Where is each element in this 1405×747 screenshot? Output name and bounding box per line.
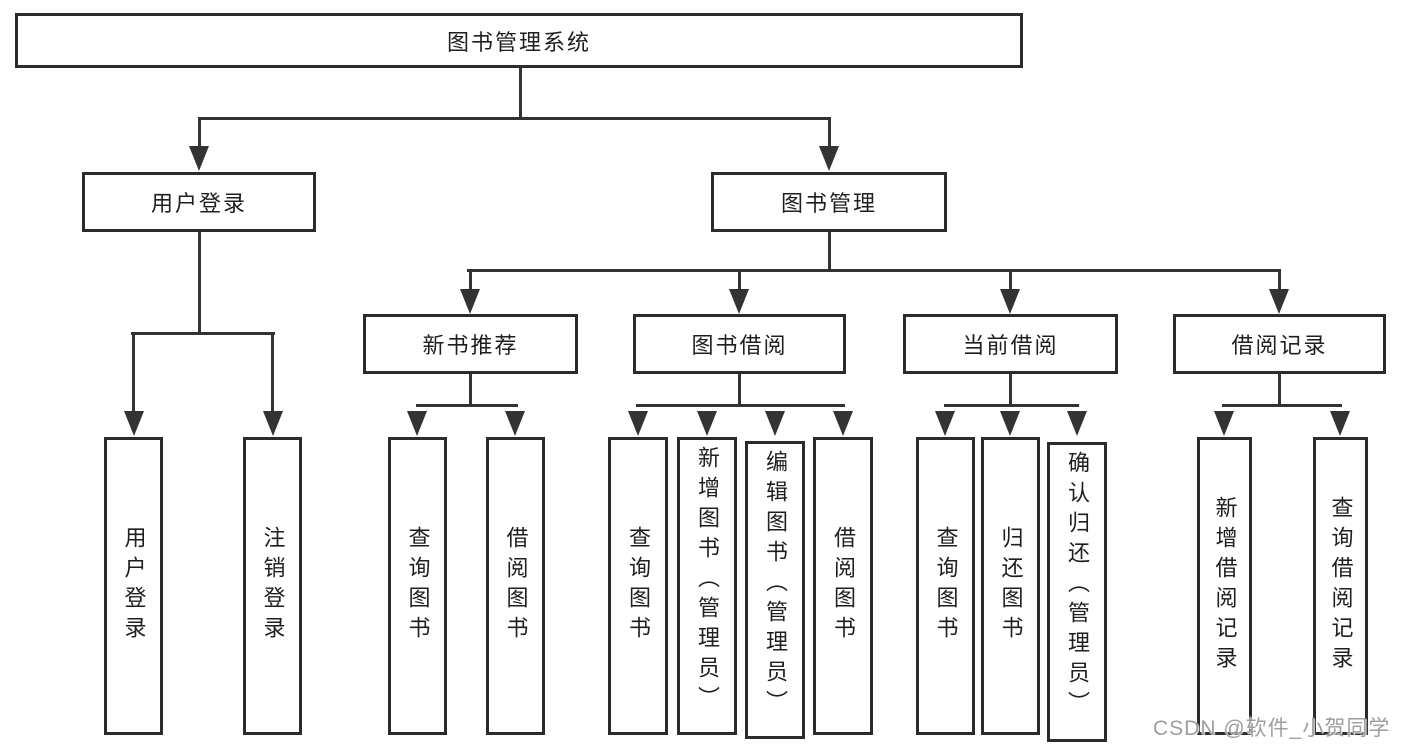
connector-bar xyxy=(416,404,518,407)
arrowhead-down-icon xyxy=(407,411,427,436)
arrowhead-down-icon xyxy=(505,411,525,436)
leaf-label: 注销登录 xyxy=(260,526,286,646)
arrowhead-down-icon xyxy=(1330,411,1350,436)
connector-stem xyxy=(1009,374,1012,407)
arrowhead-down-icon xyxy=(833,411,853,436)
leaf-label: 确认归还（管理员） xyxy=(1065,451,1090,721)
leaf-label: 查询图书 xyxy=(626,526,651,646)
arrowhead-down-icon xyxy=(765,411,785,436)
leaf-bb-edit-book-admin: 编辑图书（管理员） xyxy=(745,441,805,739)
connector-bar xyxy=(944,404,1079,407)
node-borrow-record: 借阅记录 xyxy=(1173,314,1386,374)
arrowhead-down-icon xyxy=(1000,289,1020,314)
node-label: 图书借阅 xyxy=(691,333,788,358)
arrowhead-down-icon xyxy=(189,146,209,171)
connector-stem xyxy=(469,374,472,407)
arrowhead-down-icon xyxy=(460,289,480,314)
leaf-bb-add-book-admin: 新增图书（管理员） xyxy=(677,437,737,735)
leaf-label: 新增图书（管理员） xyxy=(695,446,720,716)
node-root-label: 图书管理系统 xyxy=(446,29,591,55)
connector-drop xyxy=(1009,269,1012,291)
node-root: 图书管理系统 xyxy=(15,13,1023,68)
leaf-cb-query-book: 查询图书 xyxy=(916,437,975,735)
connector-drop xyxy=(469,269,472,291)
connector-l1-drop-right xyxy=(828,117,831,149)
connector-drop xyxy=(271,332,274,414)
arrowhead-down-icon xyxy=(697,411,717,436)
leaf-label: 查询图书 xyxy=(933,526,959,646)
connector-userlogin-bar xyxy=(131,332,275,335)
leaf-br-add-record: 新增借阅记录 xyxy=(1197,437,1252,735)
node-user-login: 用户登录 xyxy=(82,172,316,232)
connector-stem xyxy=(738,374,741,407)
leaf-label: 借阅图书 xyxy=(503,526,529,646)
leaf-label: 查询借阅记录 xyxy=(1328,496,1354,676)
arrowhead-down-icon xyxy=(1000,411,1020,436)
arrowhead-down-icon xyxy=(1214,411,1234,436)
leaf-nbr-query-book: 查询图书 xyxy=(388,437,447,735)
leaf-label: 归还图书 xyxy=(998,526,1024,646)
leaf-bb-borrow-book: 借阅图书 xyxy=(813,437,873,735)
leaf-label: 用户登录 xyxy=(121,526,147,646)
connector-bookmgmt-stem xyxy=(828,232,831,272)
leaf-user-login: 用户登录 xyxy=(104,437,163,735)
connector-l1-drop-left xyxy=(198,117,201,149)
node-label: 新书推荐 xyxy=(422,333,519,358)
connector-stem xyxy=(1278,374,1281,407)
arrowhead-down-icon xyxy=(935,411,955,436)
node-label: 图书管理 xyxy=(780,191,877,216)
connector-userlogin-stem xyxy=(198,232,201,334)
leaf-label: 查询图书 xyxy=(405,526,431,646)
leaf-cb-confirm-return-admin: 确认归还（管理员） xyxy=(1047,442,1107,742)
arrowhead-down-icon xyxy=(729,289,749,314)
connector-l3-bar xyxy=(467,269,1281,272)
connector-drop xyxy=(1278,269,1281,291)
node-book-management: 图书管理 xyxy=(711,172,947,232)
leaf-br-query-record: 查询借阅记录 xyxy=(1313,437,1368,735)
leaf-logout: 注销登录 xyxy=(243,437,302,735)
leaf-bb-query-book: 查询图书 xyxy=(608,437,668,735)
connector-root-stem xyxy=(519,68,522,119)
connector-bar xyxy=(1222,404,1342,407)
connector-drop xyxy=(738,269,741,291)
node-label: 借阅记录 xyxy=(1231,333,1328,358)
connector-drop xyxy=(132,332,135,414)
arrowhead-down-icon xyxy=(628,411,648,436)
arrowhead-down-icon xyxy=(1269,289,1289,314)
node-label: 当前借阅 xyxy=(962,333,1059,358)
arrowhead-down-icon xyxy=(124,411,144,436)
node-label: 用户登录 xyxy=(150,191,247,216)
node-book-borrow: 图书借阅 xyxy=(633,314,846,374)
connector-l1-bar xyxy=(198,117,831,120)
node-new-book-recommend: 新书推荐 xyxy=(363,314,578,374)
arrowhead-down-icon xyxy=(1067,411,1087,436)
leaf-label: 新增借阅记录 xyxy=(1212,496,1238,676)
leaf-nbr-borrow-book: 借阅图书 xyxy=(486,437,545,735)
csdn-watermark: CSDN @软件_小贺同学 xyxy=(1153,717,1391,740)
connector-bar xyxy=(636,404,845,407)
leaf-cb-return-book: 归还图书 xyxy=(981,437,1040,735)
leaf-label: 编辑图书（管理员） xyxy=(763,450,788,720)
arrowhead-down-icon xyxy=(819,146,839,171)
node-current-borrow: 当前借阅 xyxy=(903,314,1118,374)
arrowhead-down-icon xyxy=(263,411,283,436)
leaf-label: 借阅图书 xyxy=(831,526,856,646)
